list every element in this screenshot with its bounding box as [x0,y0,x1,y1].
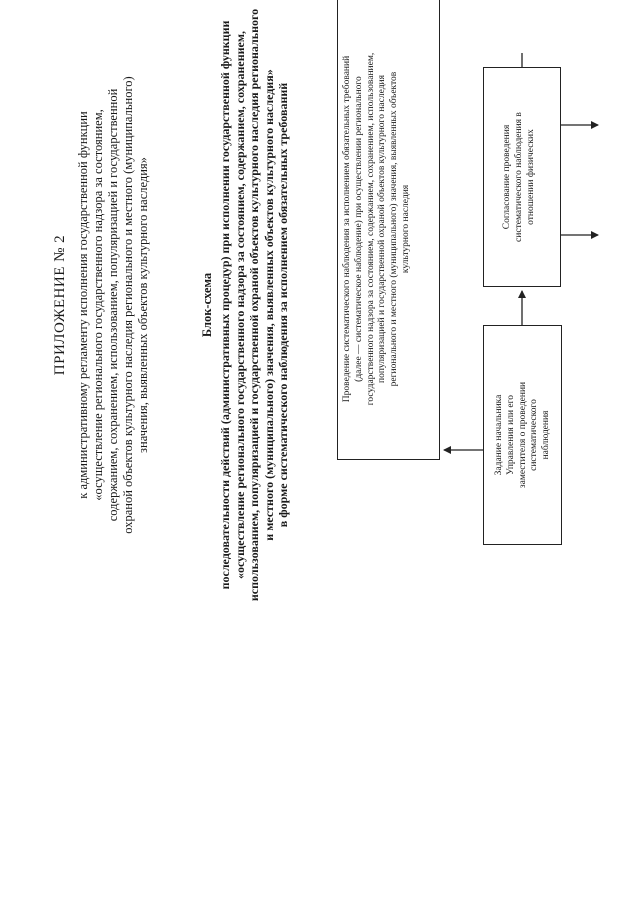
flow-arrows [443,53,599,454]
document-page: ПРИЛОЖЕНИЕ № 2 к административному регла… [52,0,599,601]
